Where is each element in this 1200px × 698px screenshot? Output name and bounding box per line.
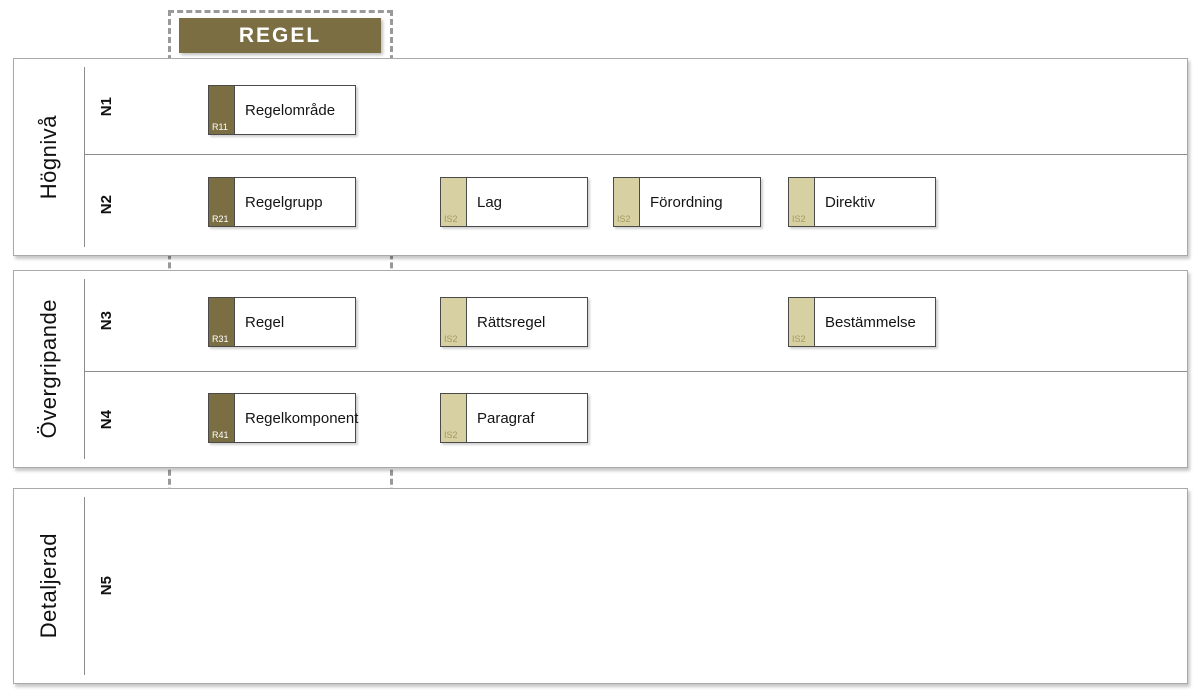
code-label: IS2 [444, 430, 458, 440]
level-label-text: N3 [98, 311, 115, 331]
code-tab: R41 [209, 394, 235, 442]
entity-label: Regelkomponent [245, 409, 359, 427]
row-n4: N4 [84, 371, 1187, 467]
code-label: IS2 [444, 214, 458, 224]
entity-label: Direktiv [825, 193, 876, 211]
code-label: IS2 [444, 334, 458, 344]
code-label: IS2 [792, 334, 806, 344]
entity-label: Regel [245, 313, 285, 331]
section-detaljerad: Detaljerad N5 [13, 488, 1188, 684]
entity-box-direktiv: IS2 Direktiv [788, 177, 936, 227]
code-label: R41 [212, 430, 229, 440]
section-hognivaa: Högnivå N1 N2 [13, 58, 1188, 256]
entity-box-regel: R31 Regel [208, 297, 356, 347]
regel-header: REGEL [179, 18, 381, 53]
level-label-n5: N5 [84, 489, 129, 683]
code-label: IS2 [617, 214, 631, 224]
code-tab: R21 [209, 178, 235, 226]
code-label: IS2 [792, 214, 806, 224]
entity-label: Paragraf [477, 409, 535, 427]
code-label: R21 [212, 214, 229, 224]
section-label-detaljerad: Detaljerad [14, 497, 85, 675]
code-tab: R11 [209, 86, 235, 134]
entity-box-regelkomponent: R41 Regelkomponent [208, 393, 359, 443]
entity-label: Rättsregel [477, 313, 546, 331]
row-n2: N2 [84, 154, 1187, 255]
entity-label: Lag [477, 193, 503, 211]
entity-label: Förordning [650, 193, 723, 211]
level-label-n4: N4 [84, 372, 129, 467]
entity-box-rattsregel: IS2 Rättsregel [440, 297, 588, 347]
code-tab: IS2 [441, 394, 467, 442]
entity-box-bestammelse: IS2 Bestämmelse [788, 297, 936, 347]
entity-box-forordning: IS2 Förordning [613, 177, 761, 227]
row-n5: N5 [84, 489, 1187, 683]
level-label-text: N2 [98, 195, 115, 215]
entity-label: Regelgrupp [245, 193, 323, 211]
section-label-text: Detaljerad [36, 533, 61, 639]
section-label-text: Övergripande [36, 299, 61, 439]
section-overgripande: Övergripande N3 N4 [13, 270, 1188, 468]
code-tab: IS2 [441, 298, 467, 346]
entity-label: Regelområde [245, 101, 336, 119]
level-label-n3: N3 [84, 271, 129, 371]
entity-box-regelomrade: R11 Regelområde [208, 85, 356, 135]
section-label-overgripande: Övergripande [14, 279, 85, 459]
regel-header-label: REGEL [238, 23, 322, 47]
section-label-text: Högnivå [36, 114, 61, 200]
entity-box-lag: IS2 Lag [440, 177, 588, 227]
code-label: R31 [212, 334, 229, 344]
code-tab: IS2 [789, 298, 815, 346]
level-label-text: N1 [98, 96, 115, 117]
level-label-text: N4 [98, 409, 115, 430]
section-label-hognivaa: Högnivå [14, 67, 85, 247]
entity-label: Bestämmelse [825, 313, 916, 331]
code-label: R11 [212, 122, 228, 132]
entity-box-paragraf: IS2 Paragraf [440, 393, 588, 443]
code-tab: IS2 [789, 178, 815, 226]
code-tab: IS2 [614, 178, 640, 226]
level-label-n1: N1 [84, 59, 129, 154]
entity-box-regelgrupp: R21 Regelgrupp [208, 177, 356, 227]
level-label-n2: N2 [84, 155, 129, 255]
level-label-text: N5 [98, 576, 115, 596]
code-tab: IS2 [441, 178, 467, 226]
code-tab: R31 [209, 298, 235, 346]
